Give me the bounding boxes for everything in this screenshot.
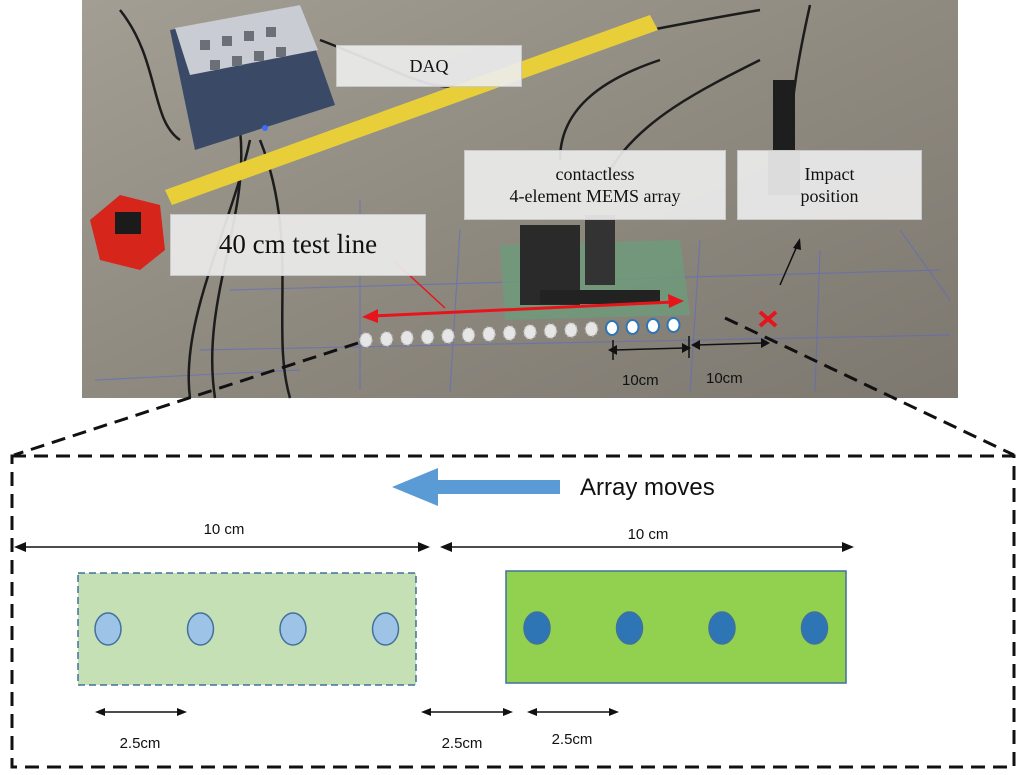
spacing-left-label: 10cm [622, 372, 659, 389]
impact-position-label-line2: position [800, 186, 859, 206]
sensor-position-5 [441, 328, 455, 344]
impact-leader [779, 238, 801, 286]
sensor-current-2 [615, 611, 644, 645]
sensor-current-1 [523, 611, 551, 645]
sensor-previous-1 [94, 612, 122, 646]
sensor-position-7 [482, 326, 496, 342]
span-dimensions [14, 542, 854, 552]
test-line-arrow [362, 294, 684, 323]
array-current-position [505, 570, 847, 684]
mems-array-label-line2: 4-element MEMS array [509, 186, 681, 206]
gap-label: 2.5cm [442, 735, 483, 752]
sensor-position-9 [523, 324, 537, 340]
detail-frame [10, 454, 1016, 769]
sensor-position-3 [400, 330, 414, 346]
sensor-position-8 [502, 325, 517, 341]
tape-measure [90, 15, 658, 270]
test-line-label: 40 cm test line [170, 214, 426, 276]
sensor-position-15 [646, 318, 660, 334]
spacing-right-label: 10cm [706, 370, 743, 387]
daq-device [170, 5, 335, 150]
impact-position-label: Impact position [737, 150, 922, 220]
direction-label: Array moves [580, 474, 715, 501]
pitch-dimensions [95, 708, 619, 716]
sensor-position-14 [625, 319, 640, 335]
span-left-label: 10 cm [204, 521, 245, 538]
sensor-previous-3 [279, 612, 307, 646]
array-previous-position [77, 572, 417, 686]
sensor-previous-4 [371, 612, 400, 646]
sensor-position-6 [461, 327, 476, 343]
sensor-position-16 [666, 317, 681, 333]
mems-array-label: contactless 4-element MEMS array [464, 150, 726, 220]
sensor-position-10 [543, 323, 558, 339]
sensor-position-12 [584, 321, 599, 337]
sensor-current-4 [800, 611, 829, 645]
test-line-label-text: 40 cm test line [218, 229, 378, 260]
sensors-current [523, 611, 829, 645]
pitch-left-label: 2.5cm [120, 735, 161, 752]
mems-array-label-line1: contactless [555, 163, 635, 184]
sensor-array-device [500, 215, 690, 320]
sensor-position-1 [359, 332, 373, 348]
sensor-position-2 [379, 331, 394, 347]
sensor-position-4 [420, 329, 435, 345]
daq-label-text: DAQ [409, 55, 449, 76]
sensor-position-13 [605, 320, 619, 336]
direction-arrow [392, 468, 560, 506]
sensors-previous [94, 612, 400, 646]
span-right-label: 10 cm [628, 526, 669, 543]
sensor-positions [359, 317, 681, 348]
sensor-position-11 [564, 322, 578, 338]
impact-position-label-line1: Impact [804, 163, 855, 184]
sensor-current-3 [708, 611, 736, 645]
sensor-previous-2 [186, 612, 215, 646]
daq-label: DAQ [336, 45, 522, 87]
pitch-right-label: 2.5cm [552, 731, 593, 748]
